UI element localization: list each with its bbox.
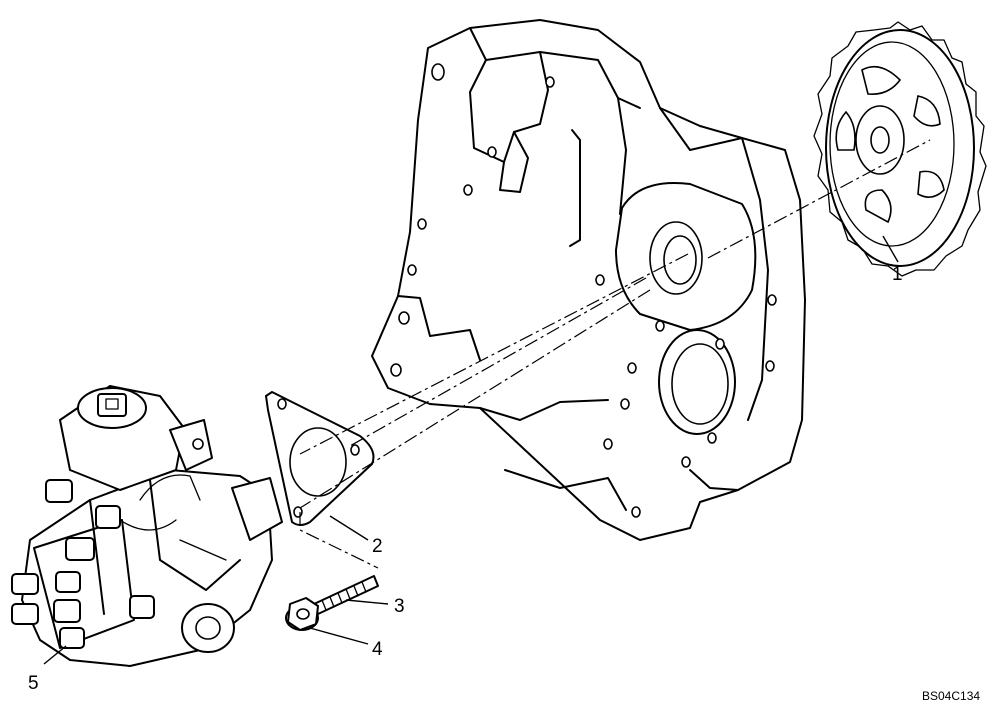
- gear-teeth: [813, 21, 987, 277]
- pump-mounting-gasket: [265, 391, 375, 526]
- callout-1: 1: [892, 264, 903, 285]
- pump-outlet-fittings: [11, 479, 155, 649]
- pump-drive-gear: [813, 21, 987, 277]
- housing-bolt-holes: [390, 63, 777, 518]
- gear-cover-housing: [371, 19, 806, 541]
- assembly-center-lines: [299, 139, 931, 569]
- mounting-stud: [313, 575, 379, 615]
- reference-code: BS04C134: [922, 689, 980, 703]
- fuel-injection-pump: [11, 385, 283, 667]
- callout-5: 5: [28, 673, 39, 694]
- callout-4: 4: [372, 639, 383, 660]
- flange-nut: [285, 597, 319, 631]
- callout-2: 2: [372, 536, 383, 557]
- leader-lines: [43, 235, 899, 665]
- callout-3: 3: [394, 596, 405, 617]
